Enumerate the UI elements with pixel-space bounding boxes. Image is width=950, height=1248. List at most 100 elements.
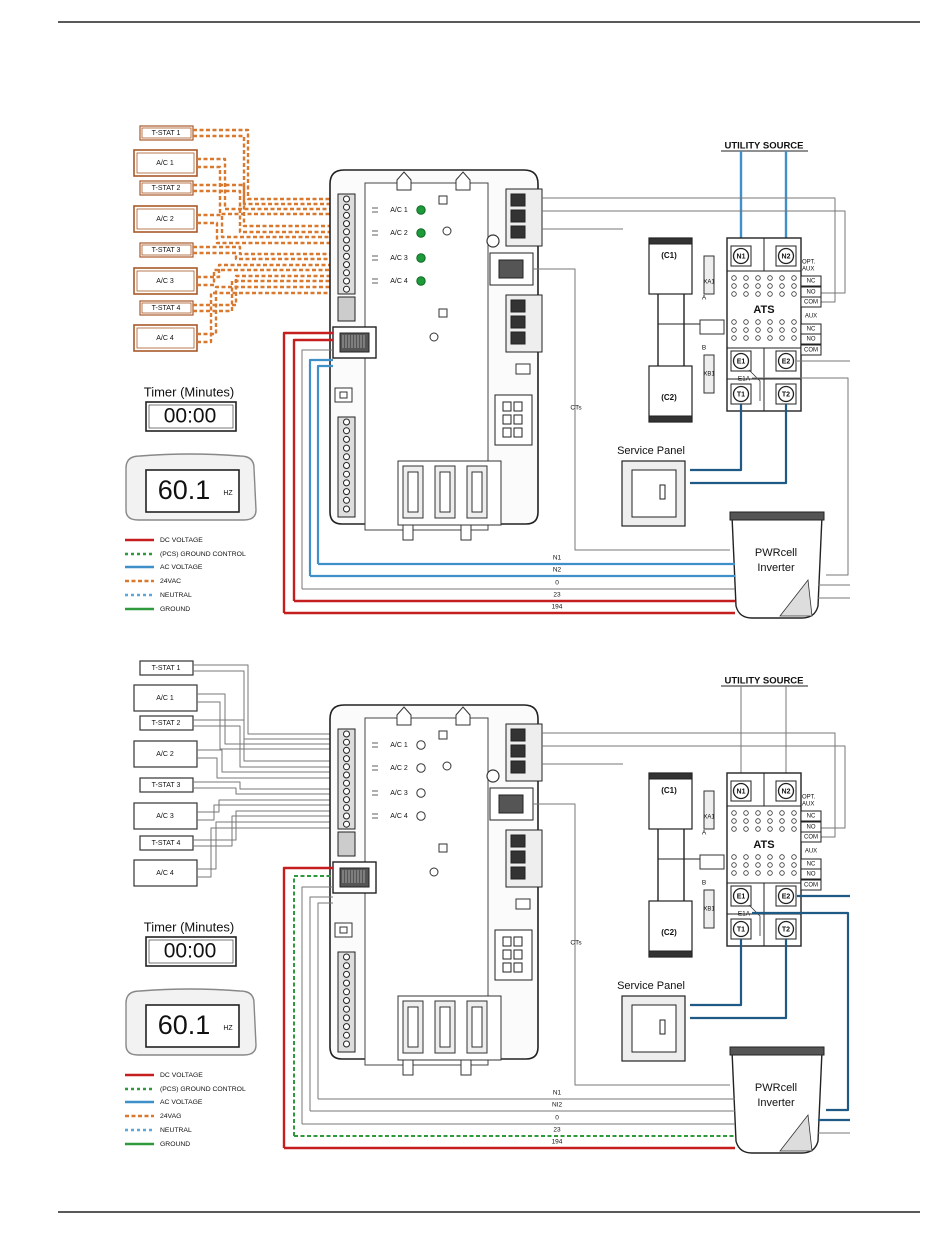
terminal-t2: [777, 920, 795, 938]
ats-contact-dot: [743, 283, 749, 289]
terminal-strip-ac: [337, 193, 356, 295]
ats-contact-dot: [779, 826, 785, 832]
tstat-box-outer: [139, 242, 194, 258]
n2-riser: [309, 896, 333, 1111]
ats-contact-dot: [731, 335, 737, 341]
board-hole: [429, 867, 439, 877]
terminal-e1-label: E1: [737, 358, 746, 365]
power-connector-pin: [510, 193, 526, 207]
ats-contact-dot: [791, 810, 797, 816]
ac-box: [133, 684, 198, 712]
ats-contact-dot: [767, 291, 773, 297]
contactor-c1-box: [648, 772, 693, 830]
terminal-screw: [343, 755, 350, 763]
ats-contact-dot: [791, 862, 797, 868]
ac-wire: [197, 285, 340, 336]
ats-contact-dot: [755, 826, 761, 832]
ats-contact-dot: [755, 810, 761, 816]
aux-bottom-label: NO: [807, 337, 816, 343]
ac-wire: [197, 165, 340, 216]
terminal-t1: [732, 920, 750, 938]
dc-riser-23: [292, 338, 333, 601]
terminal-screw: [343, 970, 350, 978]
aux-bottom-label: NC: [807, 862, 816, 868]
tstat-wire: [193, 719, 340, 762]
ats-contact-dot: [779, 818, 785, 824]
tstat-box: [139, 715, 194, 731]
ac-status-led: [416, 253, 426, 263]
terminal-screw: [343, 269, 350, 277]
terminal-screw: [343, 220, 350, 228]
legend-label: DC VOLTAGE: [160, 537, 203, 544]
n1-riser: [316, 364, 333, 564]
legend-label: AC VOLTAGE: [160, 1099, 203, 1106]
aux-top-label: COM: [804, 300, 818, 306]
connector-block-pin: [510, 331, 526, 345]
contactor-c1-label: (C1): [661, 251, 677, 260]
xa1-label: XA1: [703, 815, 715, 821]
ats-contact-dot: [779, 810, 785, 816]
ats-contact-dot: [791, 870, 797, 876]
bus-label: 23: [553, 1127, 561, 1134]
terminal-screw: [343, 228, 350, 236]
board-pad: [438, 195, 448, 205]
top-clip-right: [455, 706, 471, 726]
ats-contact-dot: [767, 810, 773, 816]
ats-contact-dot: [755, 818, 761, 824]
ct-port-housing: [489, 252, 534, 286]
aux-com-wire: [542, 197, 836, 303]
legend-label: 24VAG: [160, 1113, 181, 1120]
terminal-screw: [343, 953, 350, 961]
terminal-e1-label: E1: [737, 893, 746, 900]
ac-box: [133, 802, 198, 830]
tstat-wire: [193, 274, 340, 307]
fuse: [471, 471, 483, 513]
aux-terminal-box: [800, 879, 822, 891]
terminal-screw: [343, 812, 350, 820]
timer-value: 00:00: [164, 940, 217, 963]
aux-top-label: COM: [804, 835, 818, 841]
ct-port: [498, 794, 524, 814]
terminal-screw: [343, 244, 350, 252]
tstat-label: T-STAT 2: [152, 185, 181, 192]
terminal-screw: [343, 997, 350, 1004]
terminal-screw: [343, 505, 350, 513]
ground-ctrl-riser: [293, 875, 333, 1136]
ats-contact-dot: [767, 275, 773, 281]
tstat-wire: [193, 815, 340, 847]
side-b-label: B: [702, 345, 706, 352]
terminal-e1: [732, 887, 750, 905]
small-jack: [515, 898, 531, 910]
ac-box-inner: [136, 327, 195, 349]
terminal-screw: [343, 1040, 350, 1048]
tstat-wire: [193, 183, 340, 228]
n1-riser: [317, 902, 333, 1099]
ats-contact-dot: [779, 319, 785, 325]
ac-wire: [197, 268, 340, 287]
frequency-unit: HZ: [223, 1025, 233, 1032]
ats-contact-dot: [731, 862, 737, 868]
tstat-label: T-STAT 1: [152, 130, 181, 137]
aux-terminal-box: [800, 275, 822, 287]
utility-source-label: UTILITY SOURCE: [725, 676, 804, 687]
fuse: [439, 1006, 451, 1048]
inverter-label-1: PWRcell: [755, 1082, 797, 1094]
aux-terminal-box: [800, 344, 822, 356]
aux-terminal-box: [800, 810, 822, 822]
terminal-screw: [343, 211, 350, 219]
terminal-screw: [343, 796, 350, 804]
bus-label: N2: [553, 567, 562, 574]
molex-pin: [502, 427, 512, 438]
e1a-leader: [748, 369, 761, 401]
connector-block-pin: [510, 866, 526, 880]
ac-label: A/C 2: [156, 751, 174, 758]
ats-contact-dot: [743, 327, 749, 333]
terminal-screw: [343, 203, 350, 211]
aux-terminal-box: [800, 831, 822, 843]
ac-label: A/C 4: [156, 335, 174, 342]
terminal-screw: [343, 277, 350, 285]
ac-terminal-label: A/C 1: [390, 207, 408, 214]
ats-contact-dot: [767, 854, 773, 860]
ac-label: A/C 2: [156, 216, 174, 223]
